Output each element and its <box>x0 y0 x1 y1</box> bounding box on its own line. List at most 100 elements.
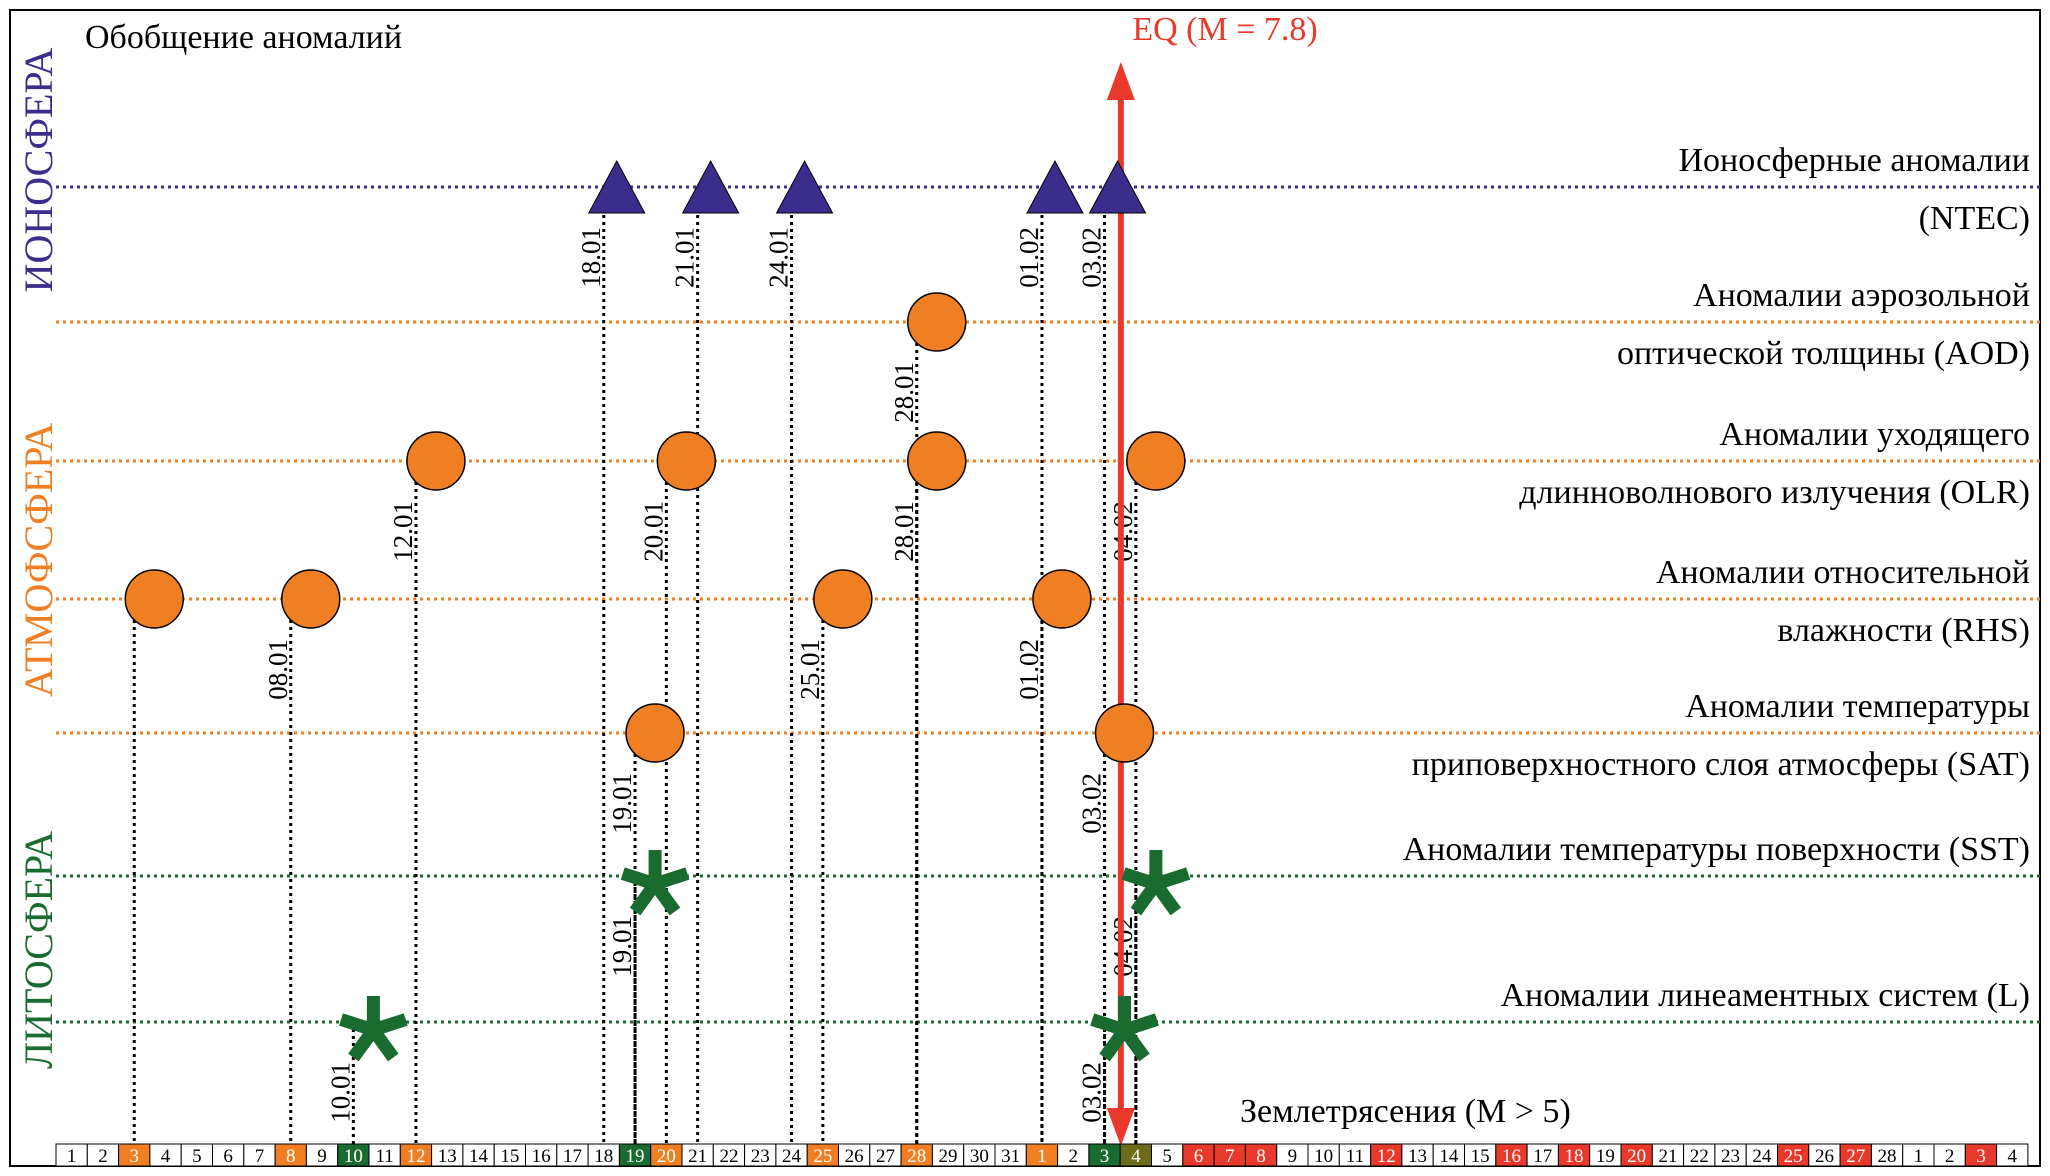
event-date-label: 24.01 <box>764 227 794 288</box>
day-cell-label: 13 <box>1408 1146 1427 1167</box>
event-date-label: 03.02 <box>1077 1062 1107 1123</box>
row-label-aod-line2: оптической толщины (AOD) <box>1617 335 2030 372</box>
circle-marker <box>406 431 466 491</box>
day-cell-label: 23 <box>1721 1146 1740 1167</box>
day-cell-label: 19 <box>1596 1146 1615 1167</box>
circle-marker <box>1094 703 1155 763</box>
circle-marker <box>907 431 967 491</box>
triangle-marker <box>775 159 834 214</box>
day-cell-label: 1 <box>1914 1146 1924 1167</box>
day-cell-label: 17 <box>563 1146 582 1167</box>
event-date-label: 18.01 <box>576 227 606 288</box>
day-cell-label: 14 <box>469 1146 489 1167</box>
day-cell-label: 12 <box>1377 1146 1396 1167</box>
circle-marker <box>1126 431 1186 491</box>
day-cell-label: 9 <box>317 1146 327 1167</box>
row-label-ntec-line2: (NTEC) <box>1919 200 2030 237</box>
row-label-sat-line2: приповерхностного слоя атмосферы (SAT) <box>1412 746 2030 783</box>
event-date-label: 28.01 <box>889 501 919 562</box>
day-cell-label: 28 <box>907 1146 926 1167</box>
event-stems: 18.01 21.01 24.01 01.02 03.02 28.01 12.01 20.01… <box>132 187 1138 1144</box>
day-cell-label: 28 <box>1878 1146 1897 1167</box>
sphere-label-2: ЛИТОСФЕРА <box>16 831 61 1069</box>
day-cell-label: 11 <box>376 1146 394 1167</box>
day-cell-label: 6 <box>223 1146 233 1167</box>
day-cell-label: 31 <box>1001 1146 1020 1167</box>
day-cell-label: 30 <box>970 1146 989 1167</box>
day-cell <box>1996 1143 2029 1167</box>
diagram-title: Обобщение аномалий <box>85 19 402 56</box>
day-cell-label: 5 <box>1162 1146 1172 1167</box>
event-date-label: 21.01 <box>670 227 700 288</box>
row-label-olr-line2: длинноволнового излучения (OLR) <box>1519 474 2030 511</box>
earthquakes-label: Землетрясения (M > 5) <box>1240 1093 1571 1130</box>
day-cell-label: 16 <box>532 1146 551 1167</box>
eq-arrow-head-down <box>1106 1108 1135 1146</box>
day-cell-label: 1 <box>1037 1146 1047 1167</box>
day-cell-label: 3 <box>1100 1146 1110 1167</box>
event-date-label: 01.02 <box>1014 639 1044 700</box>
triangle-marker <box>681 159 740 214</box>
day-cell-label: 14 <box>1439 1146 1459 1167</box>
day-cell-label: 4 <box>161 1146 171 1167</box>
day-cell-label: 9 <box>1288 1146 1298 1167</box>
day-cell-label: 7 <box>1225 1146 1235 1167</box>
triangle-marker <box>587 159 646 214</box>
star-marker <box>620 849 690 916</box>
row-label-l: Аномалии линеаментных систем (L) <box>1500 977 2030 1014</box>
day-cell-label: 3 <box>1976 1146 1986 1167</box>
day-cell-label: 26 <box>845 1146 864 1167</box>
day-cell-label: 24 <box>1752 1146 1772 1167</box>
star-marker <box>1121 849 1191 916</box>
circle-marker <box>656 431 717 491</box>
day-cell-label: 21 <box>1658 1146 1677 1167</box>
day-cell-label: 7 <box>255 1146 265 1167</box>
circle-marker <box>124 569 184 629</box>
event-date-label: 03.02 <box>1077 227 1107 288</box>
triangle-marker <box>1026 159 1084 214</box>
day-cell-label: 12 <box>406 1146 425 1167</box>
day-cell-label: 21 <box>688 1146 707 1167</box>
day-cell-label: 22 <box>1690 1146 1709 1167</box>
day-cell-label: 26 <box>1815 1146 1834 1167</box>
day-cell-label: 29 <box>939 1146 958 1167</box>
day-cell-label: 18 <box>1565 1146 1584 1167</box>
event-date-label: 20.01 <box>638 501 668 562</box>
triangle-marker <box>1088 159 1147 214</box>
day-cell-label: 22 <box>719 1146 738 1167</box>
day-cell-label: 15 <box>500 1146 519 1167</box>
day-cell-label: 10 <box>1314 1146 1333 1167</box>
day-cell-label: 15 <box>1471 1146 1490 1167</box>
row-label-rhs-line1: Аномалии относительной <box>1656 554 2030 591</box>
day-cell-label: 27 <box>876 1146 895 1167</box>
day-cell-label: 8 <box>1256 1146 1266 1167</box>
row-label-sst: Аномалии температуры поверхности (SST) <box>1403 831 2030 868</box>
day-cell-label: 2 <box>1945 1146 1955 1167</box>
day-cell-label: 16 <box>1502 1146 1521 1167</box>
day-cell-label: 17 <box>1533 1146 1552 1167</box>
eq-label: EQ (M = 7.8) <box>1132 11 1317 48</box>
day-cell-label: 8 <box>286 1146 296 1167</box>
anomaly-markers <box>124 159 1191 1062</box>
day-cell-label: 27 <box>1846 1146 1865 1167</box>
circle-marker <box>1032 569 1092 629</box>
day-cell-label: 11 <box>1346 1146 1364 1167</box>
event-date-label: 03.02 <box>1077 773 1107 834</box>
star-marker <box>1090 995 1159 1062</box>
row-label-sat-line1: Аномалии температуры <box>1685 688 2030 725</box>
day-cell-label: 18 <box>594 1146 613 1167</box>
sphere-label-1: АТМОФСФЕРА <box>16 423 61 698</box>
day-cell-label: 20 <box>1627 1146 1646 1167</box>
row-label-aod-line1: Аномалии аэрозольной <box>1693 277 2030 314</box>
day-cell-label: 24 <box>782 1146 802 1167</box>
event-date-label: 12.01 <box>388 501 418 562</box>
circle-marker <box>907 292 967 352</box>
row-label-ntec-line1: Ионосферные аномалии <box>1678 142 2030 179</box>
row-label-olr-line1: Аномалии уходящего <box>1719 416 2030 453</box>
day-cell-label: 2 <box>98 1146 108 1167</box>
day-cell-label: 19 <box>626 1146 645 1167</box>
day-cell-label: 4 <box>1131 1146 1141 1167</box>
